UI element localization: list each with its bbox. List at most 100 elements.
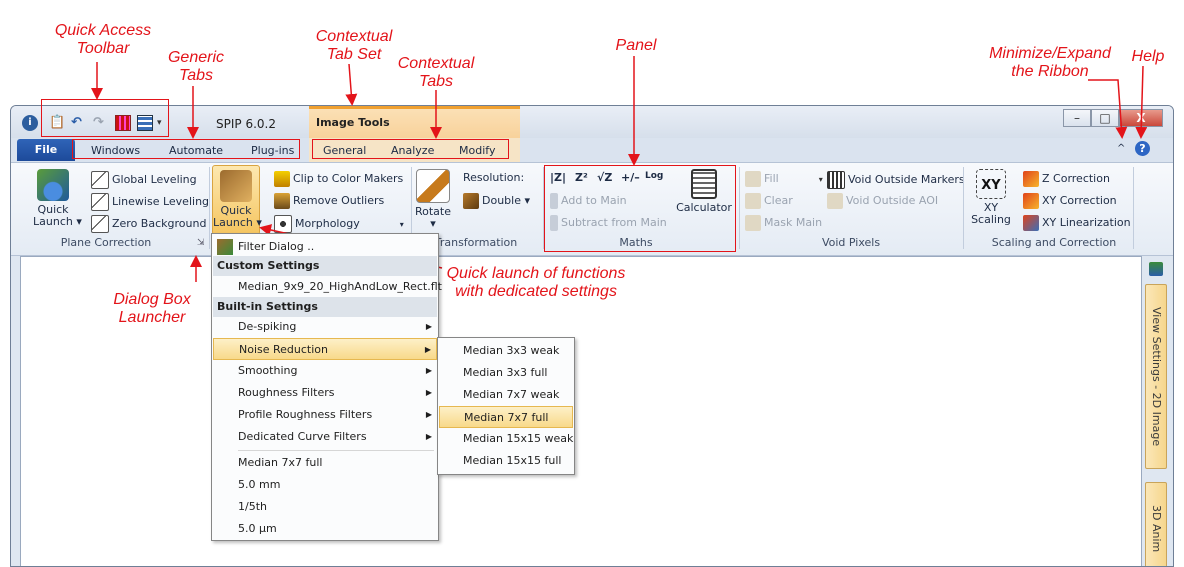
menu-item-smoothing[interactable]: Smoothing▶ [213, 360, 437, 382]
submenu-arrow-icon: ▶ [425, 410, 432, 419]
z-correction-label: Z Correction [1042, 172, 1110, 185]
annotation-contextual-tabs: Contextual Tabs [397, 55, 475, 90]
menu-item-de-spiking[interactable]: De-spiking▶ [213, 316, 437, 338]
ribbon-toggle-button[interactable]: ^ [1117, 143, 1126, 154]
side-tab-view-settings[interactable]: View Settings - 2D Image [1145, 284, 1167, 469]
side-tab-3d-anim[interactable]: 3D Anim [1145, 482, 1167, 566]
dialog-launcher-icon[interactable]: ⇲ [197, 238, 205, 248]
submenu-item[interactable]: Median 15x15 full [463, 454, 562, 467]
tab-windows[interactable]: Windows [91, 144, 141, 157]
custom-setting-item[interactable]: Median_9x9_20_HighAndLow_Rect.flt [238, 280, 442, 293]
xy-linearization-label: XY Linearization [1042, 216, 1131, 229]
ribbon: Quick Launch ▾ Global Leveling Linewise … [11, 162, 1173, 256]
clip-to-color-makers-button[interactable]: Clip to Color Makers [274, 171, 403, 187]
paste-icon[interactable]: 📋 [49, 115, 66, 130]
submenu-item-selected[interactable]: Median 7x7 full [439, 406, 573, 428]
submenu-item[interactable]: Median 15x15 weak [463, 432, 574, 445]
submenu-arrow-icon: ▶ [425, 322, 432, 331]
table-icon[interactable] [137, 115, 153, 131]
double-resolution-icon [463, 193, 479, 209]
add-to-main-label: Add to Main [561, 194, 627, 207]
noise-reduction-submenu: Median 3x3 weak Median 3x3 full Median 7… [437, 337, 575, 475]
group-separator [209, 167, 210, 249]
mask-main-button[interactable]: Mask Main [745, 215, 822, 231]
highlight-generic-tabs [72, 139, 300, 159]
recent-item[interactable]: 1/5th [238, 500, 267, 513]
fill-button[interactable]: Fill▾ [745, 171, 823, 187]
z-squared-button[interactable]: Z² [575, 171, 588, 184]
tab-file[interactable]: File [17, 139, 75, 161]
plane-quick-launch-button[interactable]: Quick Launch ▾ [33, 169, 82, 228]
xy-linearization-button[interactable]: XY Linearization [1023, 215, 1131, 231]
side-panel-image-icon[interactable] [1149, 262, 1163, 276]
xy-correction-icon [1023, 193, 1039, 209]
help-button[interactable]: ? [1135, 141, 1150, 156]
rotate-button[interactable]: Rotate ▾ [413, 169, 453, 230]
tab-modify[interactable]: Modify [459, 144, 496, 157]
menu-item-profile-roughness-filters[interactable]: Profile Roughness Filters▶ [213, 404, 437, 426]
clear-icon [745, 193, 761, 209]
qat-customize-chevron-icon[interactable]: ▾ [157, 118, 162, 128]
filter-quick-launch-icon [220, 170, 252, 202]
menu-item-dedicated-curve-filters[interactable]: Dedicated Curve Filters ▶ [213, 426, 437, 448]
submenu-arrow-icon: ▶ [425, 432, 432, 441]
maximize-window-button[interactable]: □ [1091, 109, 1119, 127]
redo-icon[interactable]: ↷ [93, 115, 104, 130]
zero-background-button[interactable]: Zero Background [91, 215, 206, 233]
xy-scaling-button[interactable]: XY XY Scaling [967, 169, 1015, 226]
app-info-icon[interactable]: i [22, 115, 38, 131]
title-bar [11, 106, 1173, 138]
global-leveling-button[interactable]: Global Leveling [91, 171, 197, 189]
filter-quick-launch-button[interactable]: Quick Launch ▾ [212, 165, 262, 235]
morphology-button[interactable]: Morphology▾ [274, 215, 404, 233]
tab-analyze[interactable]: Analyze [391, 144, 435, 157]
tab-plug-ins[interactable]: Plug-ins [251, 144, 295, 157]
tab-automate[interactable]: Automate [169, 144, 224, 157]
recent-item[interactable]: 5.0 mm [238, 478, 281, 491]
submenu-item[interactable]: Median 3x3 weak [463, 344, 560, 357]
annotation-contextual-tab-set: Contextual Tab Set [315, 28, 393, 63]
linewise-leveling-button[interactable]: Linewise Leveling [91, 193, 209, 211]
group-separator [543, 167, 544, 249]
remove-outliers-button[interactable]: Remove Outliers [274, 193, 384, 209]
menu-item-roughness-filters[interactable]: Roughness Filters▶ [213, 382, 437, 404]
filter-quick-launch-label: Quick Launch ▾ [213, 204, 262, 229]
group-separator [963, 167, 964, 249]
log-button[interactable]: Log [645, 171, 664, 181]
recent-item[interactable]: Median 7x7 full [238, 456, 323, 469]
fill-icon [745, 171, 761, 187]
clear-button[interactable]: Clear [745, 193, 793, 209]
menu-item-label: Dedicated Curve Filters [238, 430, 367, 443]
calculator-icon [691, 169, 717, 199]
subtract-from-main-button[interactable]: Subtract from Main [550, 215, 667, 231]
calculator-button[interactable]: Calculator [673, 169, 735, 214]
rotate-label: Rotate ▾ [414, 205, 451, 230]
void-outside-markers-button[interactable]: Void Outside Markers [827, 171, 965, 189]
plus-minus-button[interactable]: +/– [621, 171, 640, 184]
filter-dialog-icon [217, 239, 233, 255]
undo-icon[interactable]: ↶ [71, 115, 82, 130]
menu-item-noise-reduction[interactable]: Noise Reduction▶ [213, 338, 437, 360]
submenu-item[interactable]: Median 7x7 weak [463, 388, 560, 401]
void-outside-aoi-button[interactable]: Void Outside AOI [827, 193, 938, 209]
recent-item[interactable]: 5.0 µm [238, 522, 277, 535]
sqrt-z-button[interactable]: √Z [597, 171, 613, 184]
image-workspace[interactable] [20, 256, 1142, 566]
resolution-dropdown[interactable]: Double ▾ [463, 193, 530, 209]
submenu-arrow-icon: ▶ [424, 345, 431, 354]
z-correction-button[interactable]: Z Correction [1023, 171, 1110, 187]
abs-z-button[interactable]: |Z| [550, 171, 567, 184]
filter-dialog-item[interactable]: Filter Dialog .. [213, 236, 437, 258]
image-grid-icon[interactable] [115, 115, 131, 131]
tab-general[interactable]: General [323, 144, 367, 157]
contextual-tab-set-band [309, 106, 520, 138]
minimize-window-button[interactable]: – [1063, 109, 1091, 127]
custom-settings-header: Custom Settings [213, 256, 437, 276]
submenu-item[interactable]: Median 3x3 full [463, 366, 548, 379]
add-to-main-button[interactable]: Add to Main [550, 193, 627, 209]
xy-correction-button[interactable]: XY Correction [1023, 193, 1117, 209]
void-markers-icon [827, 171, 845, 189]
plane-quick-launch-label: Quick Launch ▾ [33, 203, 82, 228]
group-separator [1133, 167, 1134, 249]
void-outside-aoi-label: Void Outside AOI [846, 194, 939, 207]
